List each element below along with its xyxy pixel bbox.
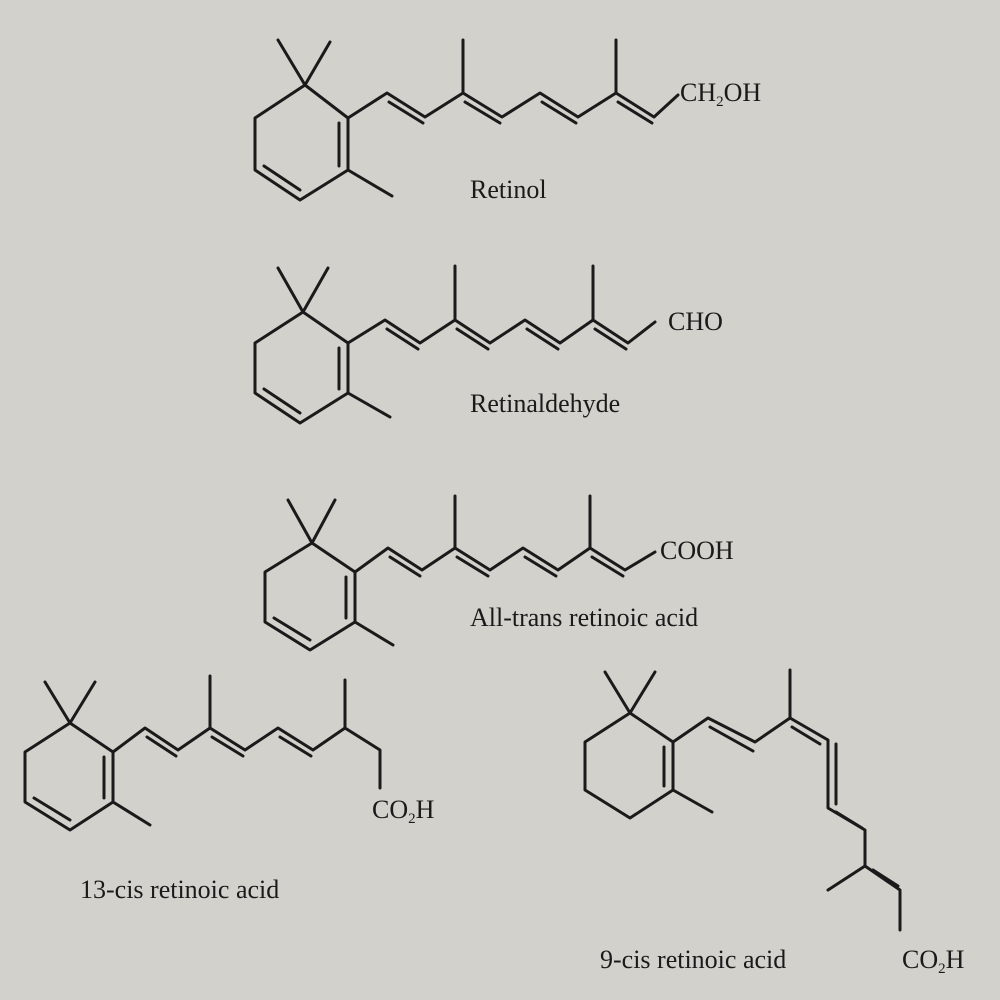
9-cis-retinoic-acid-end-group: CO2H xyxy=(902,945,965,977)
retinaldehyde-label: Retinaldehyde xyxy=(470,389,620,418)
13-cis-retinoic-acid-structure: CO2H 13-cis retinoic acid xyxy=(23,674,435,904)
all-trans-retinoic-acid-skeleton xyxy=(263,494,657,652)
retinol-end-group: CH2OH xyxy=(680,78,761,110)
9-cis-retinoic-acid-skeleton xyxy=(583,668,902,932)
all-trans-retinoic-acid-structure: COOH All-trans retinoic acid xyxy=(263,494,734,652)
retinol-label: Retinol xyxy=(470,175,547,204)
13-cis-retinoic-acid-end-group: CO2H xyxy=(372,795,435,827)
retinaldehyde-skeleton xyxy=(253,264,657,425)
retinol-skeleton xyxy=(253,38,680,202)
retinol-structure: CH2OH Retinol xyxy=(253,38,761,204)
9-cis-retinoic-acid-label: 9-cis retinoic acid xyxy=(600,945,786,974)
retinaldehyde-end-group: CHO xyxy=(668,307,723,336)
13-cis-retinoic-acid-label: 13-cis retinoic acid xyxy=(80,875,279,904)
all-trans-retinoic-acid-end-group: COOH xyxy=(660,536,734,565)
all-trans-retinoic-acid-label: All-trans retinoic acid xyxy=(470,603,698,632)
retinaldehyde-structure: CHO Retinaldehyde xyxy=(253,264,723,425)
13-cis-retinoic-acid-skeleton xyxy=(23,674,382,832)
9-cis-retinoic-acid-structure: CO2H 9-cis retinoic acid xyxy=(583,668,965,977)
